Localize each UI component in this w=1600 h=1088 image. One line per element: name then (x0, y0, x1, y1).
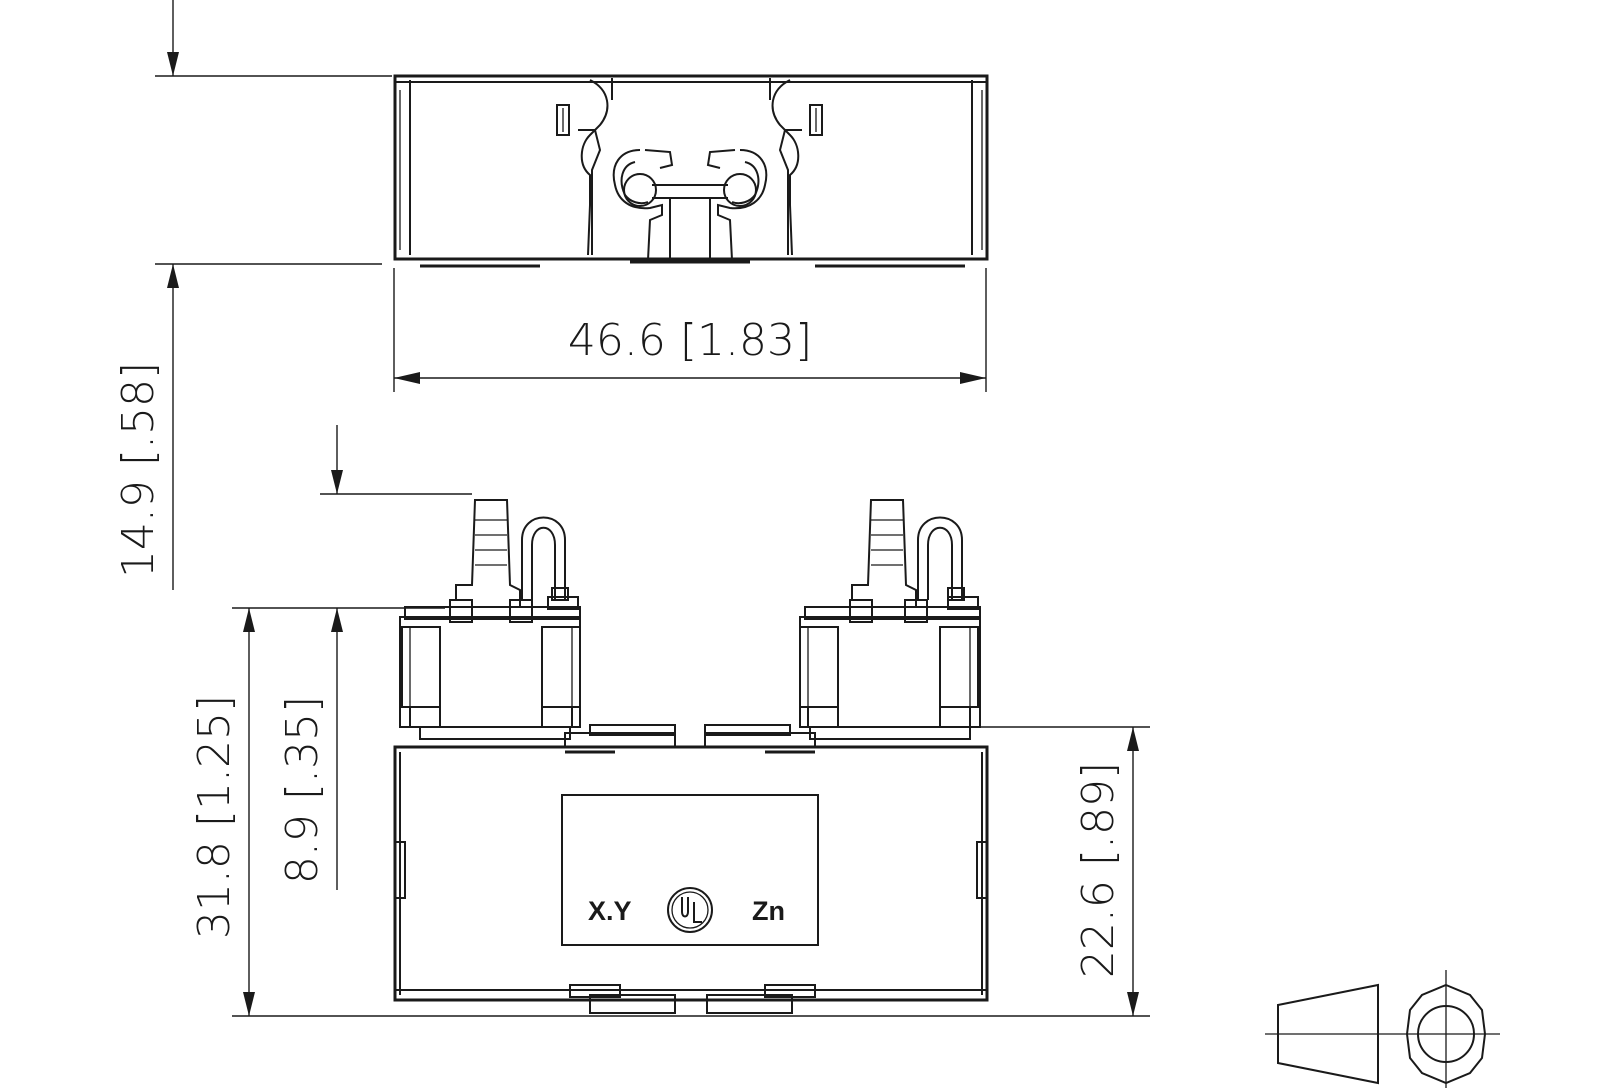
projection-symbol-icon (1265, 970, 1500, 1088)
front-view (393, 724, 989, 1014)
front-view-dimensions (232, 425, 1150, 1017)
terminal-left (399, 499, 581, 740)
top-view-dimensions (155, 0, 987, 590)
ul-logo (667, 887, 713, 933)
terminal-right (799, 499, 981, 740)
body-height-dimension-label: 22.6 [.89] (1073, 762, 1124, 978)
marking-right: Zn (752, 896, 785, 926)
top-view (393, 74, 989, 268)
marking-left: X.Y (588, 896, 632, 926)
width-dimension-label: 46.6 [1.83] (568, 315, 812, 366)
top-height-dimension-label: 14.9 [.58] (113, 362, 164, 578)
terminal-height-dimension-label: 8.9 [.35] (277, 696, 328, 884)
total-height-dimension-label: 31.8 [1.25] (189, 695, 240, 939)
